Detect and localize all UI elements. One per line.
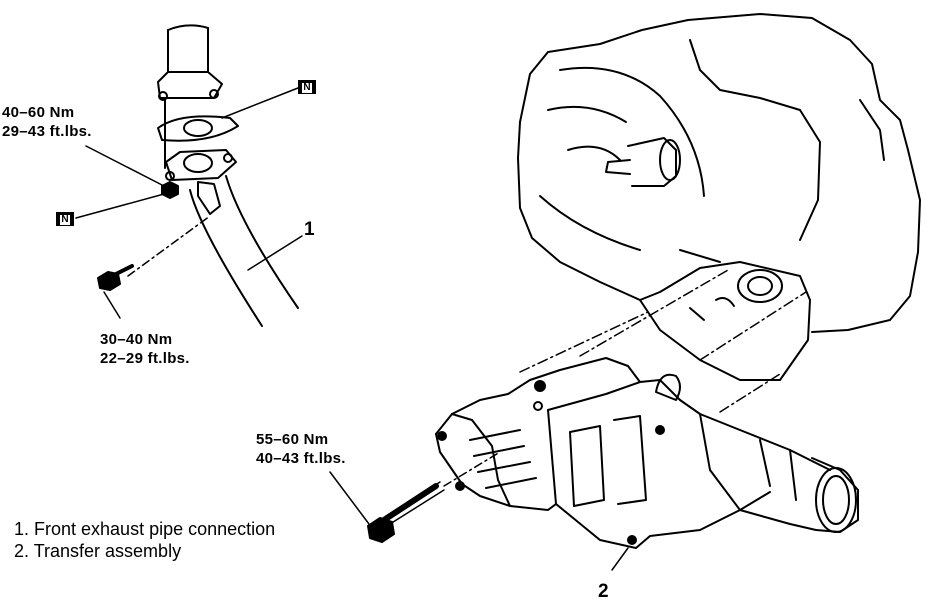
torque-nm: 30–40 Nm — [100, 331, 173, 348]
torque-ftlbs: 40–43 ft.lbs. — [256, 450, 346, 467]
new-part-badge-nut: N — [56, 212, 74, 226]
callout-1: 1 — [304, 219, 315, 240]
legend-item-2: 2. Transfer assembly — [14, 541, 182, 561]
new-part-badge-label: N — [60, 214, 70, 225]
torque-nm: 40–60 Nm — [2, 104, 75, 121]
torque-spec-transfer-bolt: 55–60 Nm 40–43 ft.lbs. — [256, 430, 346, 468]
torque-ftlbs: 22–29 ft.lbs. — [100, 350, 190, 367]
torque-ftlbs: 29–43 ft.lbs. — [2, 123, 92, 140]
transfer-assembly-drawing — [435, 357, 859, 571]
transfer-bolt-drawing — [329, 451, 501, 543]
transmission-case-drawing — [517, 13, 921, 381]
legend: 1. Front exhaust pipe connection 2. Tran… — [14, 518, 275, 562]
new-part-badge-gasket: N — [298, 80, 316, 94]
torque-nm: 55–60 Nm — [256, 431, 329, 448]
alignment-lines — [519, 269, 807, 413]
new-part-badge-label: N — [302, 82, 312, 93]
legend-item-1: 1. Front exhaust pipe connection — [14, 519, 276, 539]
torque-spec-pipe-nut: 40–60 Nm 29–43 ft.lbs. — [2, 103, 92, 141]
callout-2: 2 — [598, 581, 609, 602]
torque-spec-pipe-bolt: 30–40 Nm 22–29 ft.lbs. — [100, 330, 190, 368]
exhaust-pipe-drawing — [75, 24, 303, 327]
